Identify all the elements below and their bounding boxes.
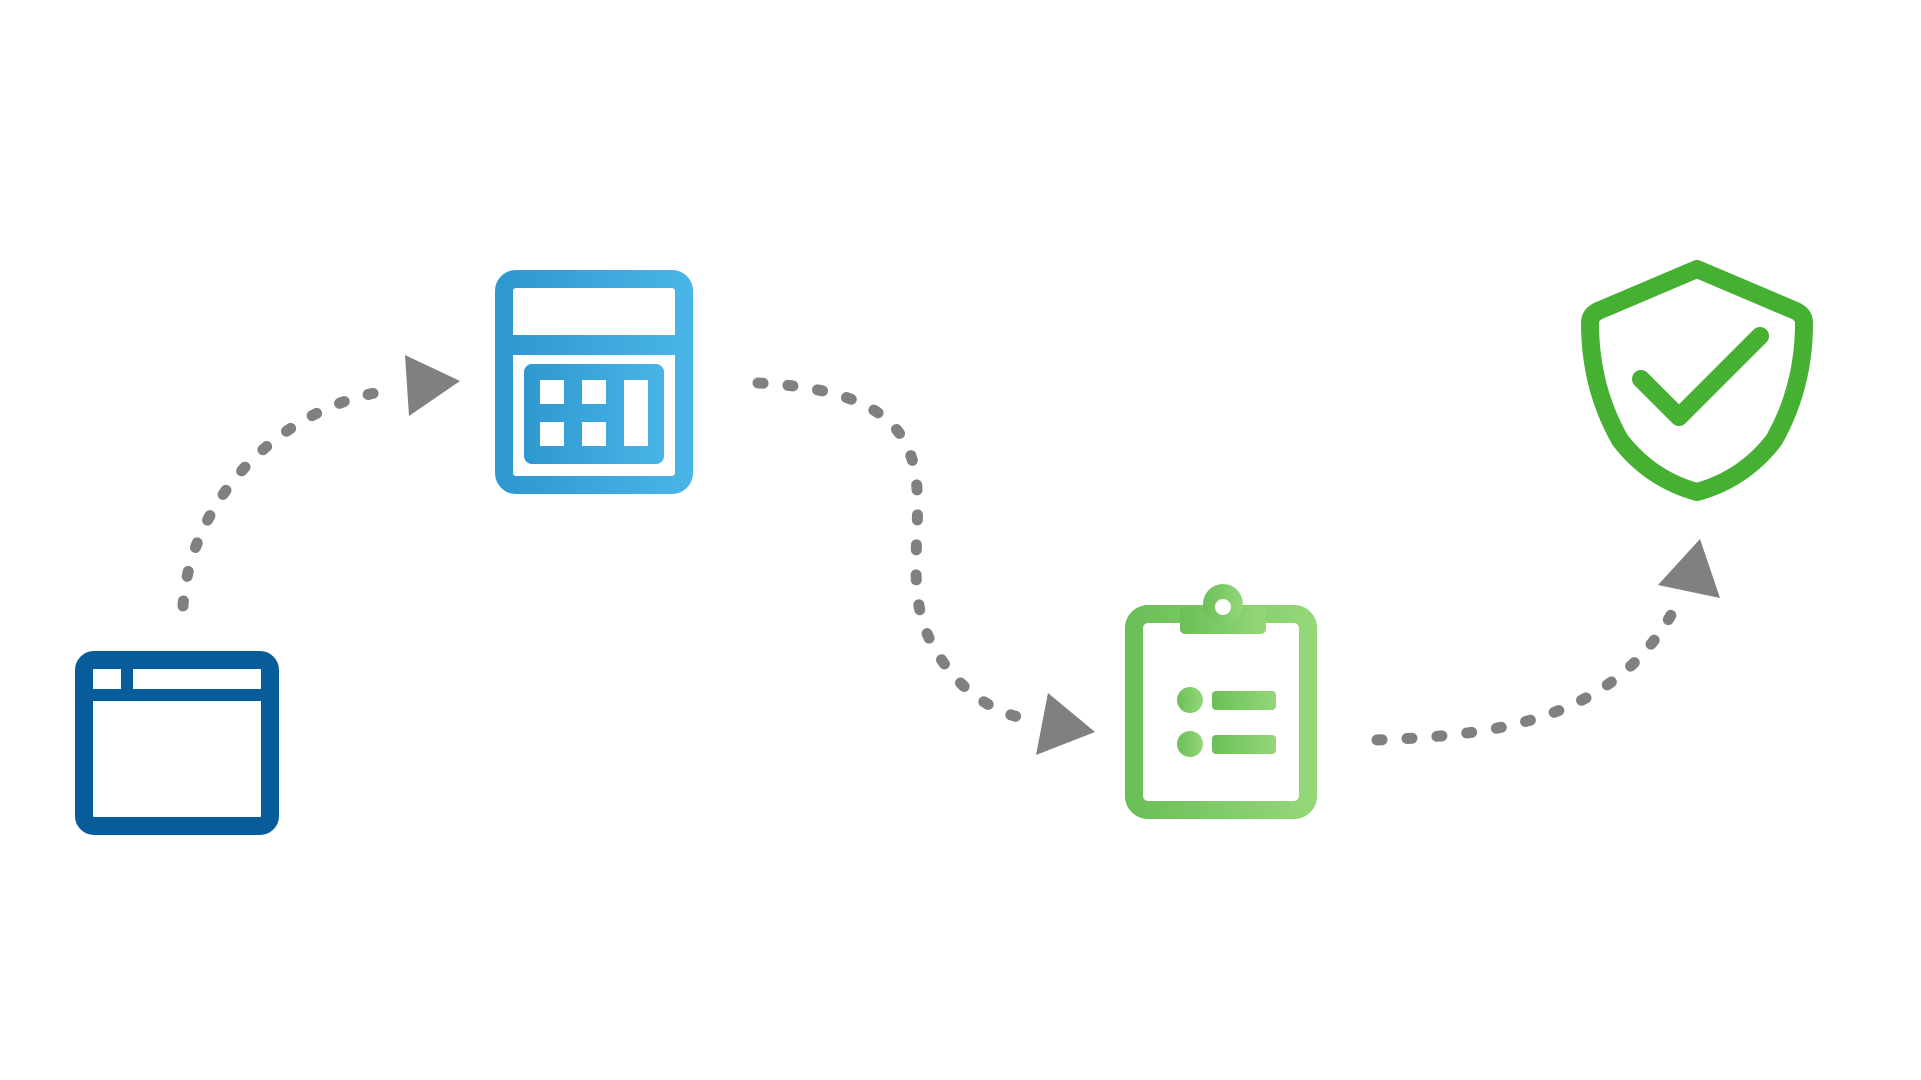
- calculator-key: [540, 380, 564, 404]
- arrowhead-up: [1658, 539, 1720, 598]
- connector-1: [177, 355, 460, 612]
- connector-3: [1371, 539, 1720, 746]
- calculator-key: [582, 380, 606, 404]
- connector-dotted-path: [752, 377, 1046, 726]
- arrowhead-right: [1036, 693, 1095, 755]
- calculator-tall-key: [624, 380, 648, 446]
- browser-window-frame: [75, 651, 279, 835]
- calculator-body: [495, 270, 693, 494]
- clipboard-clip-hole: [1215, 599, 1231, 615]
- checklist-bullet: [1177, 731, 1203, 757]
- shield-check-icon: [1581, 260, 1813, 501]
- connector-2: [752, 377, 1095, 755]
- shield-outline: [1581, 260, 1813, 501]
- calculator-icon: [495, 270, 693, 494]
- browser-window-icon: [75, 651, 279, 835]
- arrowhead-right: [405, 355, 460, 416]
- connector-dotted-path: [177, 384, 398, 612]
- calculator-key: [582, 422, 606, 446]
- calculator-display-divider: [504, 335, 684, 355]
- connector-dotted-path: [1371, 594, 1685, 746]
- checklist-line: [1212, 691, 1276, 710]
- checklist-line: [1212, 735, 1276, 754]
- calculator-key: [540, 422, 564, 446]
- clipboard-checklist-icon: [1125, 584, 1317, 819]
- checklist-bullet: [1177, 687, 1203, 713]
- shield-checkmark: [1632, 327, 1769, 426]
